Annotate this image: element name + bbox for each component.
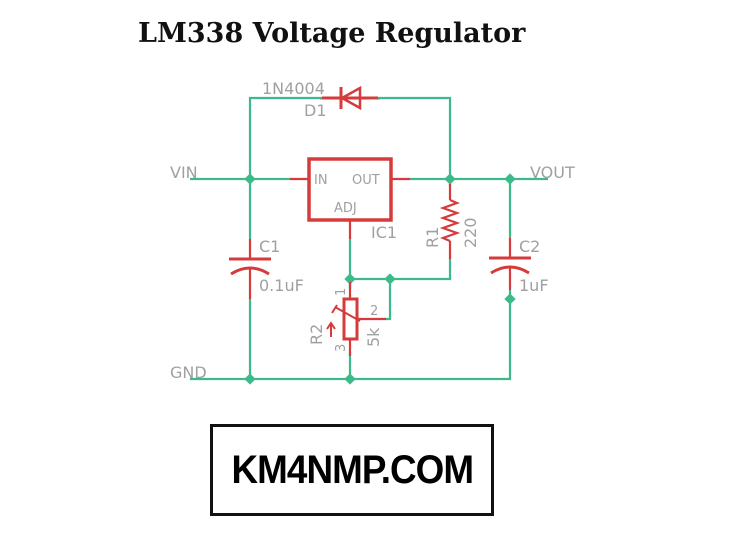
net-label-vout: VOUT (530, 163, 575, 182)
r2-pin2-label: 2 (370, 304, 378, 319)
wire-wiper (385, 279, 392, 321)
diode-symbol-icon (339, 85, 362, 111)
r2-adjust-line (334, 306, 361, 322)
d1-ref-label: D1 (304, 101, 327, 120)
junction (444, 173, 456, 185)
junction (344, 373, 356, 385)
r1-ref-label: R1 (423, 227, 442, 248)
junction (244, 373, 256, 385)
junction (504, 173, 516, 185)
resistor-r1: R1 220 (423, 184, 480, 259)
diode-d1: 1N4004 D1 (262, 79, 380, 120)
arrow-up-icon (326, 321, 336, 337)
ic1-body (307, 157, 393, 222)
junction (504, 293, 516, 305)
diagram-title: LM338 Voltage Regulator (138, 18, 526, 49)
junction (344, 273, 356, 285)
c2-value-label: 1uF (519, 276, 549, 295)
capacitor-c2: C2 1uF (489, 237, 549, 295)
net-label-gnd: GND (170, 363, 207, 382)
wire-diode-left (248, 96, 322, 179)
wire-adj-r1 (350, 259, 452, 281)
logo-box: KM4NMP.COM (210, 424, 494, 516)
ic1-pin-in: IN (314, 173, 328, 188)
net-label-vin: VIN (170, 163, 198, 182)
logo-text: KM4NMP.COM (231, 447, 474, 492)
d1-part-label: 1N4004 (262, 79, 325, 98)
potentiometer-r2: 1 2 3 R2 5k (307, 282, 386, 356)
junctions (244, 173, 516, 385)
regulator-ic1: IN OUT ADJ IC1 (290, 157, 410, 242)
junction (244, 173, 256, 185)
c2-ref-label: C2 (519, 237, 540, 256)
ic1-pin-out: OUT (352, 173, 380, 188)
ic1-ref-label: IC1 (371, 223, 397, 242)
ic1-pin-adj: ADJ (334, 201, 357, 216)
r2-pin1-label: 1 (334, 288, 349, 296)
junction (384, 273, 396, 285)
capacitor-c1: C1 0.1uF (229, 237, 304, 299)
r2-ref-label: R2 (307, 324, 326, 345)
wire-diode-right (378, 96, 452, 179)
c1-value-label: 0.1uF (259, 276, 304, 295)
r2-value-label: 5k (364, 327, 383, 347)
c1-ref-label: C1 (259, 237, 280, 256)
r2-pin3-label: 3 (334, 344, 349, 352)
r2-adjust-tick (331, 304, 338, 314)
resistor-zigzag-icon (439, 198, 461, 243)
r1-value-label: 220 (461, 217, 480, 248)
